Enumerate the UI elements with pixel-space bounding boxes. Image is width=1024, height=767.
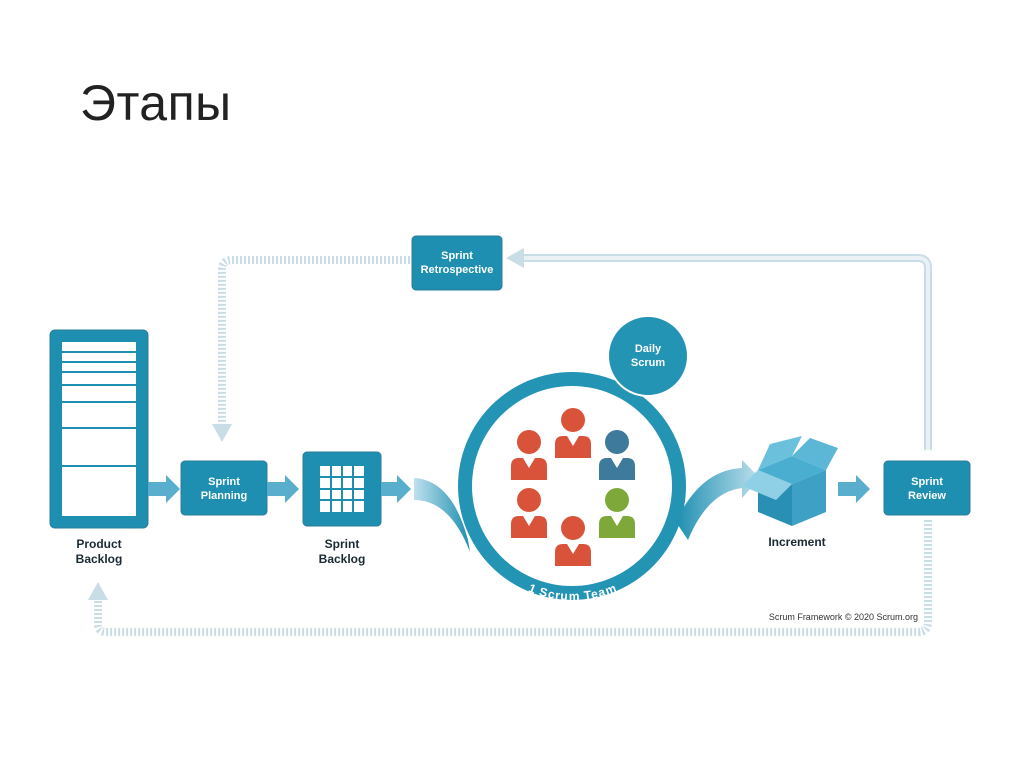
swoosh-in [414,478,470,552]
increment-label: Increment [768,535,825,549]
arrow-planning-to-sprint-backlog [267,475,299,503]
sprint-planning-label-1: Sprint [208,476,240,488]
person-icon [599,488,635,538]
person-icon [555,516,591,566]
daily-scrum-label-1: Daily [635,343,662,355]
scrum-team-people [511,408,635,566]
product-backlog-label-1: Product [76,537,121,551]
arrow-increment-to-review [838,475,870,503]
sprint-cycle: 1 Scrum Team [458,372,686,603]
product-backlog-label-2: Backlog [76,552,123,566]
backlog-arrowhead [88,582,108,600]
slide-title: Этапы [80,75,232,131]
person-icon [511,488,547,538]
sprint-backlog-label-1: Sprint [325,537,360,551]
sprint-retrospective-label-1: Sprint [441,250,473,262]
sprint-planning: Sprint Planning [180,460,268,516]
product-backlog: Product Backlog [49,329,149,566]
arrow-sprint-backlog-to-team [381,475,411,503]
box-icon [742,436,838,526]
sprint-review-label-1: Sprint [911,476,943,488]
daily-scrum: Daily Scrum [607,315,689,397]
sprint-retrospective-label-2: Retrospective [421,264,494,276]
arrow-backlog-to-planning [148,475,180,503]
sprint-backlog: Sprint Backlog [302,451,382,566]
sprint-review-label-2: Review [908,490,946,502]
daily-scrum-label-2: Scrum [631,357,665,369]
backlog-return-loop [88,520,932,636]
sprint-review: Sprint Review [883,460,971,516]
person-icon [511,430,547,480]
planning-arrowhead [212,424,232,442]
sprint-backlog-label-2: Backlog [319,552,366,566]
credit-text: Scrum Framework © 2020 Scrum.org [769,612,918,622]
retrospective-loop [212,248,932,450]
swoosh-out [676,460,760,540]
retro-arrowhead [506,248,524,268]
sprint-planning-label-2: Planning [201,490,247,502]
increment: Increment [742,436,838,549]
sprint-retrospective: Sprint Retrospective [411,235,503,291]
person-icon [599,430,635,480]
person-icon [555,408,591,458]
